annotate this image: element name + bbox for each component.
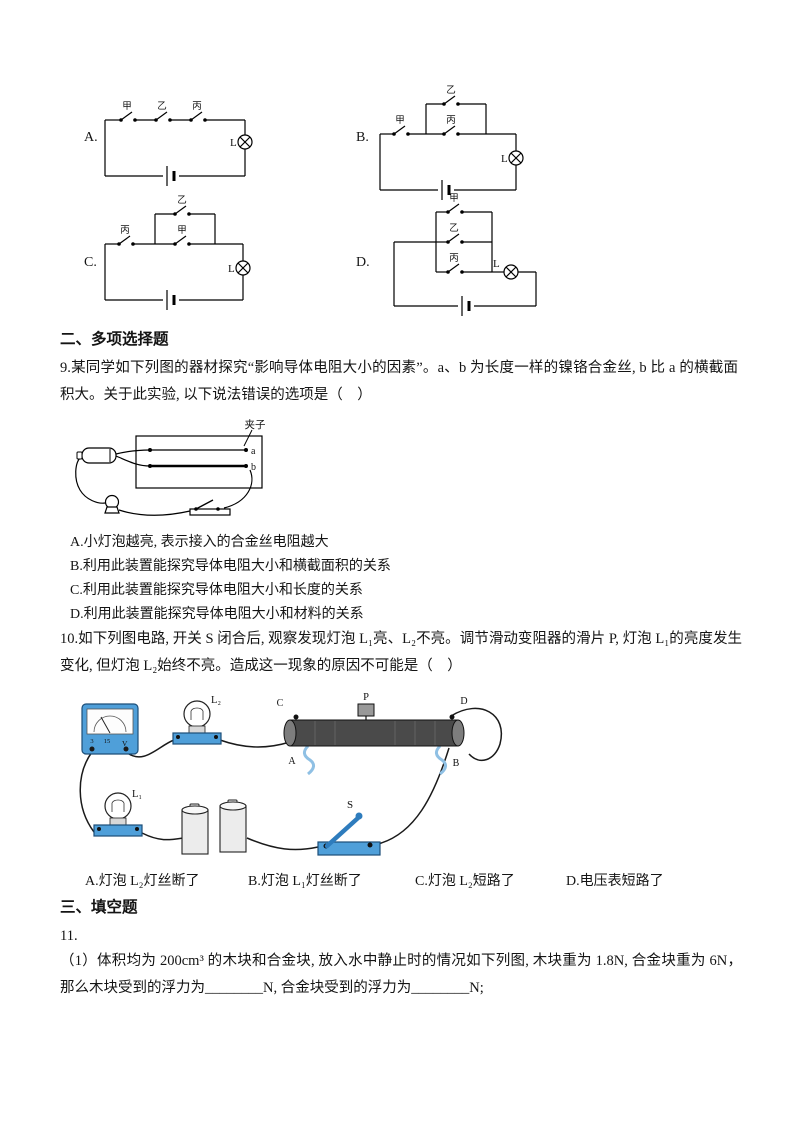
clamp-label: 夹子 [245, 418, 266, 431]
switch-s: S [317, 799, 381, 856]
circuit-option-label-c: C. [84, 255, 97, 270]
terminal-b-label: B [453, 758, 460, 769]
circuit-diagram-c: 丙 乙 甲 L [104, 195, 251, 310]
q9-option-d: D.利用此装置能探究导体电阻大小和材料的关系 [70, 607, 364, 622]
circuit-diagram-d: 甲 乙 丙 L [393, 193, 537, 316]
terminal-a-label: A [288, 756, 296, 767]
circuit-d-contacts [446, 210, 464, 274]
wire-board [135, 435, 263, 489]
q10-option-a: A.灯泡 L₂灯丝断了 [85, 874, 200, 889]
rheostat-slider [357, 703, 375, 717]
switch-label: 甲 [122, 101, 132, 112]
q9-option-a: A.小灯泡越亮, 表示接入的合金丝电阻越大 [70, 535, 329, 550]
switch-label: 乙 [177, 195, 187, 206]
circuit-b-contacts [392, 102, 460, 136]
indicator-bulb [104, 494, 120, 514]
lamp-l2: L₂ [172, 695, 222, 745]
knife-switch [189, 499, 231, 516]
switch-label: 丙 [449, 253, 459, 264]
switch-label: 甲 [449, 193, 459, 204]
circuit-diagram-a: 甲 乙 丙 L [104, 101, 253, 186]
switch-label: 甲 [395, 115, 405, 126]
section-title-fill-blank: 三、填空题 [60, 899, 138, 916]
lamp-label: L [501, 153, 508, 165]
rheostat: P C D A B [277, 692, 468, 776]
question-10-figure: 3 15 V L₂ P C D [79, 692, 503, 856]
battery-cells [181, 799, 247, 855]
q10-option-d: D.电压表短路了 [566, 874, 664, 889]
terminal-c-label: C [277, 698, 284, 709]
question-9-stem: 9.某同学如下列图的器材探究“影响导体电阻大小的因素”。a、b 为长度一样的镍铬… [60, 360, 738, 403]
voltmeter-range-low: 3 [90, 738, 93, 745]
connection-wires [79, 707, 503, 851]
circuit-option-label-d: D. [356, 255, 370, 270]
wire-b-label: b [251, 462, 256, 473]
wire-a-label: a [251, 446, 256, 457]
circuit-a-wires [104, 111, 253, 186]
circuit-option-label-a: A. [84, 130, 98, 145]
question-9-options: A.小灯泡越亮, 表示接入的合金丝电阻越大 B.利用此装置能探究导体电阻大小和横… [70, 531, 391, 627]
section-title-multichoice: 二、多项选择题 [60, 331, 169, 348]
circuit-c-contacts [117, 212, 191, 246]
q9-option-b: B.利用此装置能探究导体电阻大小和横截面积的关系 [70, 559, 391, 574]
switch-label: 乙 [449, 223, 459, 234]
lamp-label: L [230, 137, 237, 149]
switch-s-label: S [347, 799, 353, 811]
circuit-c-wires [104, 205, 251, 310]
lamp-l1: L₁ [93, 789, 143, 837]
question-9-figure: 夹子 a b [75, 418, 266, 516]
question-11-number: 11. [60, 928, 78, 944]
lamp-l1-label: L₁ [132, 789, 142, 800]
lamp-l2-label: L₂ [211, 695, 221, 706]
q10-option-c: C.灯泡 L₂短路了 [415, 874, 515, 889]
q9-option-c: C.利用此装置能探究导体电阻大小和长度的关系 [70, 583, 363, 598]
voltmeter-unit-label: V [122, 739, 128, 748]
slider-p-label: P [363, 692, 369, 703]
rheostat-left-support [303, 744, 315, 776]
voltmeter: 3 15 V [81, 703, 139, 755]
switch-label: 甲 [177, 225, 187, 236]
clamp-pointer-line [243, 429, 253, 447]
voltmeter-range-high: 15 [104, 738, 111, 745]
switch-label: 乙 [157, 101, 167, 112]
switch-label: 丙 [120, 225, 130, 236]
question-11-part1: （1）体积均为 200cm³ 的木块和合金块, 放入水中静止时的情况如下列图, … [60, 953, 742, 996]
question-10-stem: 10.如下列图电路, 开关 S 闭合后, 观察发现灯泡 L₁亮、L₂不亮。调节滑… [60, 631, 742, 674]
lamp-label: L [228, 263, 235, 275]
circuit-diagram-b: 甲 乙 丙 L [379, 85, 524, 200]
terminal-d-label: D [460, 696, 467, 707]
circuit-b-wires [379, 95, 524, 200]
rheostat-right-support [435, 744, 447, 776]
wire-terminals [148, 448, 248, 468]
switch-label: 丙 [446, 115, 456, 126]
circuit-option-label-b: B. [356, 130, 369, 145]
switch-label: 丙 [192, 101, 202, 112]
switch-label: 乙 [446, 85, 456, 96]
lamp-label: L [493, 258, 500, 270]
circuit-a-contacts [119, 118, 207, 122]
q9-circuit-wires [75, 449, 253, 516]
battery-cell [76, 447, 117, 464]
q10-option-b: B.灯泡 L₁灯丝断了 [248, 874, 362, 889]
circuit-d-wires [393, 203, 537, 316]
